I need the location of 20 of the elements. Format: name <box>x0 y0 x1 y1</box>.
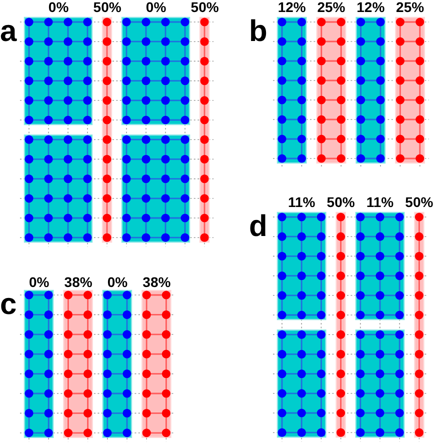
percentage-label: 25% <box>396 0 424 14</box>
percentage-label: 12% <box>278 0 306 14</box>
percentage-label: 50% <box>326 195 355 209</box>
percentage-label: 25% <box>317 0 346 14</box>
panel-letter: b <box>249 16 268 47</box>
percentage-label: 50% <box>190 0 219 14</box>
panel-letter: c <box>0 290 17 320</box>
percentage-label: 12% <box>356 0 385 14</box>
percentage-label: 50% <box>93 0 122 14</box>
panel-letter: d <box>249 212 268 242</box>
percentage-label: 38% <box>64 275 92 289</box>
percentage-label: 11% <box>366 195 394 209</box>
percentage-label: 0% <box>107 275 128 289</box>
panel-letter: a <box>0 16 17 47</box>
percentage-label: 11% <box>288 195 316 209</box>
percentage-label: 0% <box>28 275 50 289</box>
percentage-label: 38% <box>142 275 171 289</box>
percentage-label: 0% <box>48 0 69 14</box>
percentage-label: 50% <box>405 195 434 209</box>
percentage-label: 0% <box>146 0 166 14</box>
